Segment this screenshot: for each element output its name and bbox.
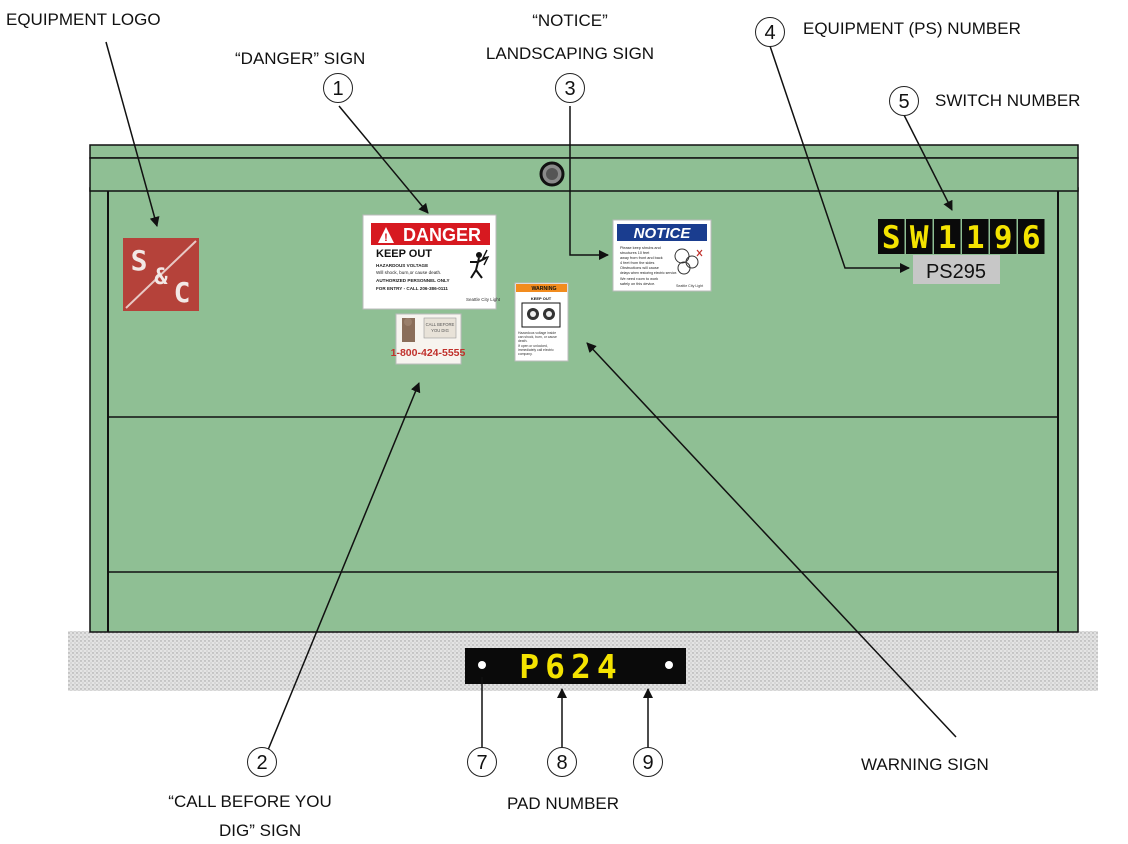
- switch-char: 9: [994, 220, 1013, 256]
- pad-number-text: P624: [519, 647, 622, 686]
- leader-call: [267, 382, 421, 751]
- sc-logo: S & C: [123, 238, 199, 311]
- leader-ps: [769, 45, 910, 273]
- pad-bolt-left: [478, 661, 486, 669]
- notice-sign: NOTICE Please keep shrubs and structures…: [612, 219, 712, 292]
- danger-title: KEEP OUT: [376, 248, 432, 260]
- leader-notice: [569, 106, 609, 260]
- switch-char: W: [910, 220, 929, 256]
- label-call-before-line1: “CALL BEFORE YOU: [168, 792, 332, 811]
- callout-9: 9: [633, 747, 663, 777]
- callout-8: 8: [547, 747, 577, 777]
- leader-switch: [902, 112, 953, 211]
- svg-text:AUTHORIZED PERSONNEL ONLY: AUTHORIZED PERSONNEL ONLY: [376, 278, 450, 283]
- label-call-before-line2: DIG” SIGN: [219, 821, 302, 840]
- warning-sign: WARNING KEEP OUT Hazardous voltage insid…: [514, 282, 569, 362]
- call-sign-phone: 1-800-424-5555: [391, 347, 466, 359]
- label-notice-line2: LANDSCAPING SIGN: [485, 44, 655, 63]
- ps-number-text: PS295: [926, 261, 986, 283]
- svg-text:4 feet from the sides: 4 feet from the sides: [620, 261, 655, 265]
- switch-char-tile: [1018, 219, 1045, 254]
- callout-3: 3: [555, 73, 585, 103]
- svg-text:Obstructions will cause: Obstructions will cause: [620, 266, 659, 270]
- shock-person-icon: [470, 249, 490, 279]
- danger-sign: ! DANGER KEEP OUT HAZARDOUS VOLTAGE Will…: [362, 214, 501, 310]
- svg-text:CALL BEFORE: CALL BEFORE: [426, 322, 455, 327]
- svg-text:delays when restoring electric: delays when restoring electric service.: [620, 271, 677, 275]
- notice-shrub-icon: [674, 248, 703, 275]
- pad-number-plate: P624: [465, 647, 686, 686]
- switch-cabinet: [89, 144, 1079, 633]
- label-danger-sign: “DANGER” SIGN: [235, 49, 366, 68]
- svg-text:company.: company.: [518, 352, 533, 356]
- label-pad-number: PAD NUMBER: [506, 794, 620, 813]
- switch-char: 6: [1022, 220, 1041, 256]
- leader-warning: [586, 342, 957, 738]
- callout-4: 4: [755, 17, 785, 47]
- leader-danger: [338, 105, 429, 214]
- svg-text:KEEP OUT: KEEP OUT: [531, 296, 552, 301]
- danger-triangle-icon: [378, 227, 394, 243]
- svg-text:Will shock, burn,or cause deat: Will shock, burn,or cause death.: [376, 270, 441, 275]
- svg-text:death.: death.: [518, 339, 527, 343]
- svg-text:safely on this device.: safely on this device.: [620, 282, 655, 286]
- leader-lines: [105, 41, 957, 751]
- svg-text:Hazardous voltage inside: Hazardous voltage inside: [518, 331, 556, 335]
- callout-2: 2: [247, 747, 277, 777]
- label-equipment-number: EQUIPMENT (PS) NUMBER: [803, 19, 1021, 38]
- pad-bolt-right: [665, 661, 673, 669]
- label-switch-number: SWITCH NUMBER: [935, 91, 1081, 110]
- leader-logo: [105, 41, 160, 227]
- logo-letter-c: C: [174, 276, 191, 309]
- cabinet-top-lip: [89, 144, 1079, 159]
- svg-text:Seattle City Light: Seattle City Light: [676, 284, 703, 288]
- notice-header: NOTICE: [634, 225, 692, 242]
- svg-text:!: !: [384, 232, 388, 244]
- svg-text:HAZARDOUS VOLTAGE: HAZARDOUS VOLTAGE: [376, 263, 428, 268]
- logo-letter-s: S: [131, 244, 148, 277]
- switch-char: S: [882, 220, 901, 256]
- svg-text:away from front and back: away from front and back: [620, 256, 663, 260]
- switch-char: 1: [966, 220, 985, 256]
- svg-text:Please keep shrubs and: Please keep shrubs and: [620, 246, 661, 250]
- switch-char-tile: [934, 219, 961, 254]
- callout-5: 5: [889, 86, 919, 116]
- label-notice-line1: “NOTICE”: [532, 11, 608, 30]
- switch-char-tile: [990, 219, 1017, 254]
- label-equipment-logo: EQUIPMENT LOGO: [6, 10, 161, 29]
- svg-text:structures 10 feet: structures 10 feet: [620, 251, 650, 255]
- call-before-you-dig-sign: CALL BEFORE YOU DIG 1-800-424-5555: [391, 313, 466, 365]
- callout-1: 1: [323, 73, 353, 103]
- label-warning-sign: WARNING SIGN: [861, 755, 989, 774]
- cabinet-top-band: [89, 157, 1079, 192]
- ps-number-plate: PS295: [913, 255, 1000, 284]
- danger-header: DANGER: [403, 225, 481, 245]
- switch-char: 1: [938, 220, 957, 256]
- switch-char-tile: [906, 219, 933, 254]
- svg-text:YOU DIG: YOU DIG: [431, 328, 449, 333]
- svg-text:can shock, burn, or cause: can shock, burn, or cause: [518, 335, 557, 339]
- svg-text:FOR ENTRY - CALL 206-386-0111: FOR ENTRY - CALL 206-386-0111: [376, 286, 448, 291]
- svg-text:We need room to work: We need room to work: [620, 277, 658, 281]
- switch-char-tile: [962, 219, 989, 254]
- warning-header: WARNING: [531, 286, 556, 292]
- svg-text:immediately call electric: immediately call electric: [518, 348, 554, 352]
- switch-char-tile: [878, 219, 905, 254]
- svg-text:If open or unlocked,: If open or unlocked,: [518, 344, 548, 348]
- callout-7: 7: [467, 747, 497, 777]
- svg-text:Seattle City Light: Seattle City Light: [466, 297, 501, 302]
- logo-letter-amp: &: [154, 265, 168, 290]
